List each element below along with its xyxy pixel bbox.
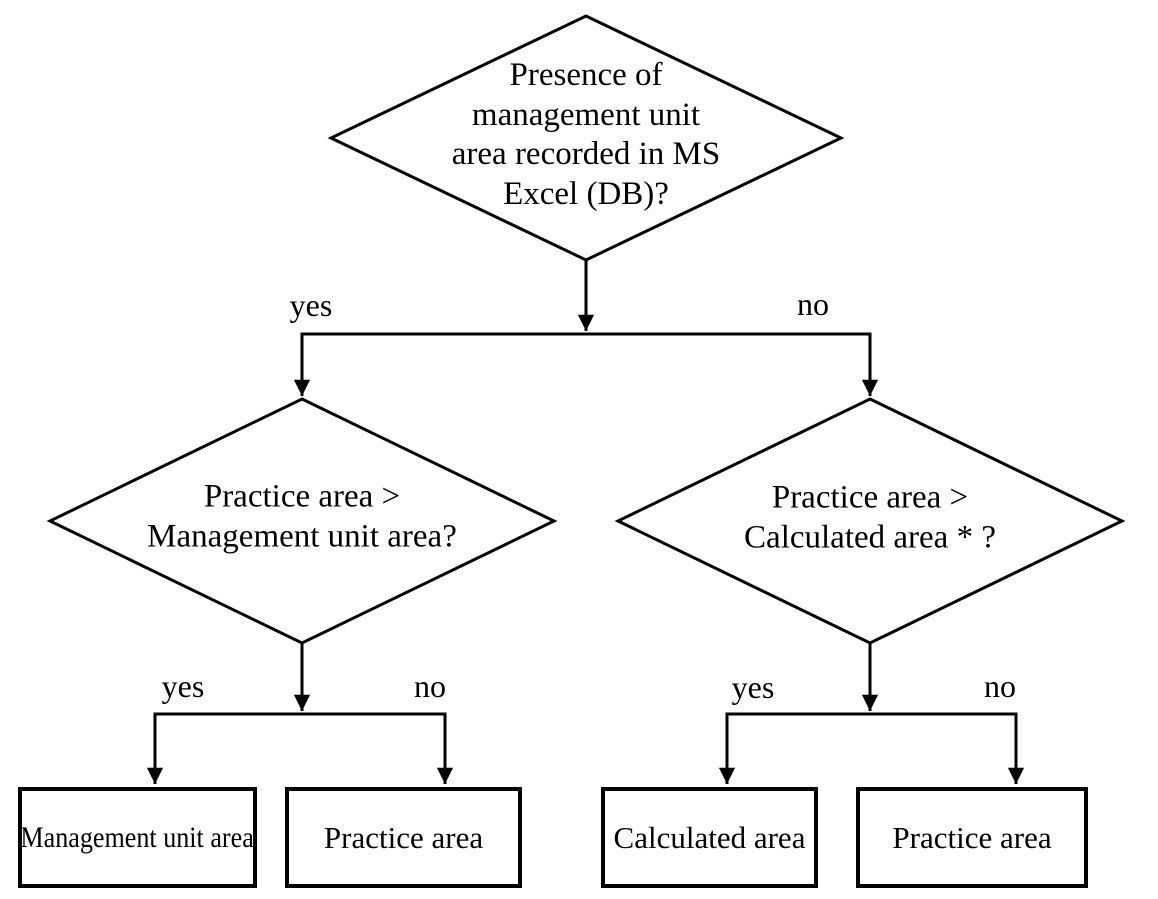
- outcome-box-practice-area-right-label: Practice area: [892, 819, 1052, 855]
- outcome-box-practice-area-left: Practice area: [285, 787, 522, 888]
- left-decision-label: Practice area > Management unit area?: [147, 478, 457, 554]
- root-no-label: no: [797, 286, 829, 322]
- right-no-label: no: [984, 668, 1016, 704]
- right-decision-label: Practice area > Calculated area * ?: [744, 479, 996, 555]
- outcome-box-management-unit-area: Management unit area: [18, 787, 257, 888]
- outcome-box-calculated-area: Calculated area: [601, 787, 818, 888]
- left-no-label: no: [414, 668, 446, 704]
- outcome-box-calculated-area-label: Calculated area: [613, 819, 806, 855]
- outcome-box-practice-area-right: Practice area: [856, 787, 1088, 888]
- right-yes-label: yes: [731, 669, 775, 705]
- left-yes-label: yes: [161, 668, 205, 704]
- root-decision-label: Presence of management unit area recorde…: [451, 56, 721, 212]
- outcome-box-management-unit-area-label: Management unit area: [20, 820, 255, 854]
- outcome-box-practice-area-left-label: Practice area: [323, 819, 484, 855]
- root-yes-label: yes: [289, 287, 333, 323]
